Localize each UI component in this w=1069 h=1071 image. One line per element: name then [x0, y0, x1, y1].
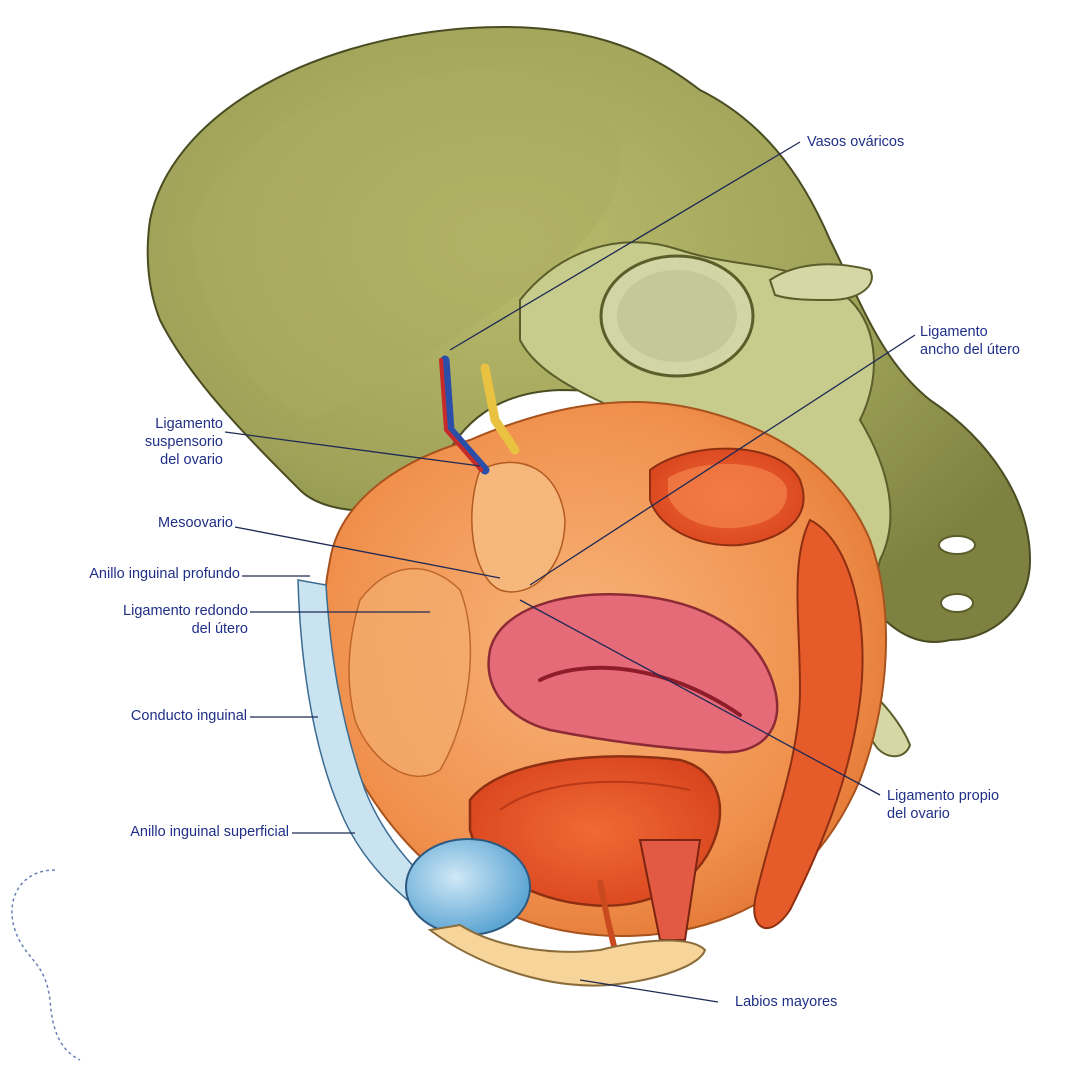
- label-anillo-inguinal-profundo: Anillo inguinal profundo: [89, 566, 240, 582]
- labia-majora: [427, 923, 707, 987]
- label-ligamento-redondo-line2: del útero: [191, 621, 248, 637]
- leader-lines: [224, 141, 916, 1003]
- label-mesoovario: Mesoovario: [158, 515, 233, 531]
- sacral-foramen-2: [940, 593, 974, 613]
- label-ligamento-suspensorio-line1: Ligamento: [155, 416, 223, 432]
- femur-outline: [11, 869, 81, 1061]
- label-vasos-ovaricos: Vasos ováricos: [807, 134, 905, 150]
- label-ligamento-propio-line1: Ligamento propio: [887, 788, 1000, 804]
- ovarian-vein: [440, 355, 490, 475]
- uterine-cavity: [538, 665, 742, 717]
- sigmoid-colon: [753, 518, 864, 930]
- label-ligamento-ancho-line2: ancho del útero: [920, 342, 1020, 358]
- sacral-foramen-1: [938, 535, 976, 555]
- label-labios-mayores: Labios mayores: [735, 994, 838, 1010]
- superficial-inguinal-ring: [405, 838, 531, 936]
- label-ligamento-redondo-line1: Ligamento redondo: [123, 603, 248, 619]
- urethra: [597, 879, 618, 951]
- ureter: [480, 363, 520, 455]
- label-ligamento-propio-line2: del ovario: [887, 806, 950, 822]
- label-anillo-inguinal-superficial: Anillo inguinal superficial: [130, 824, 289, 840]
- label-ligamento-ancho: Ligamento ancho del útero: [920, 323, 1020, 359]
- spinous-process: [768, 263, 873, 302]
- label-ligamento-suspensorio: Ligamento suspensorio del ovario: [145, 415, 223, 469]
- label-ligamento-propio: Ligamento propio del ovario: [887, 787, 999, 823]
- iliac-fossa-highlight: [190, 69, 621, 420]
- ovarian-artery: [439, 358, 483, 472]
- label-ligamento-suspensorio-line3: del ovario: [160, 452, 223, 468]
- label-ligamento-suspensorio-line2: suspensorio: [144, 434, 223, 450]
- label-ligamento-ancho-line1: Ligamento: [920, 324, 988, 340]
- vagina: [638, 839, 702, 941]
- label-conducto-inguinal: Conducto inguinal: [130, 708, 247, 724]
- uterus: [487, 593, 779, 754]
- label-ligamento-redondo: Ligamento redondo del útero: [123, 602, 248, 638]
